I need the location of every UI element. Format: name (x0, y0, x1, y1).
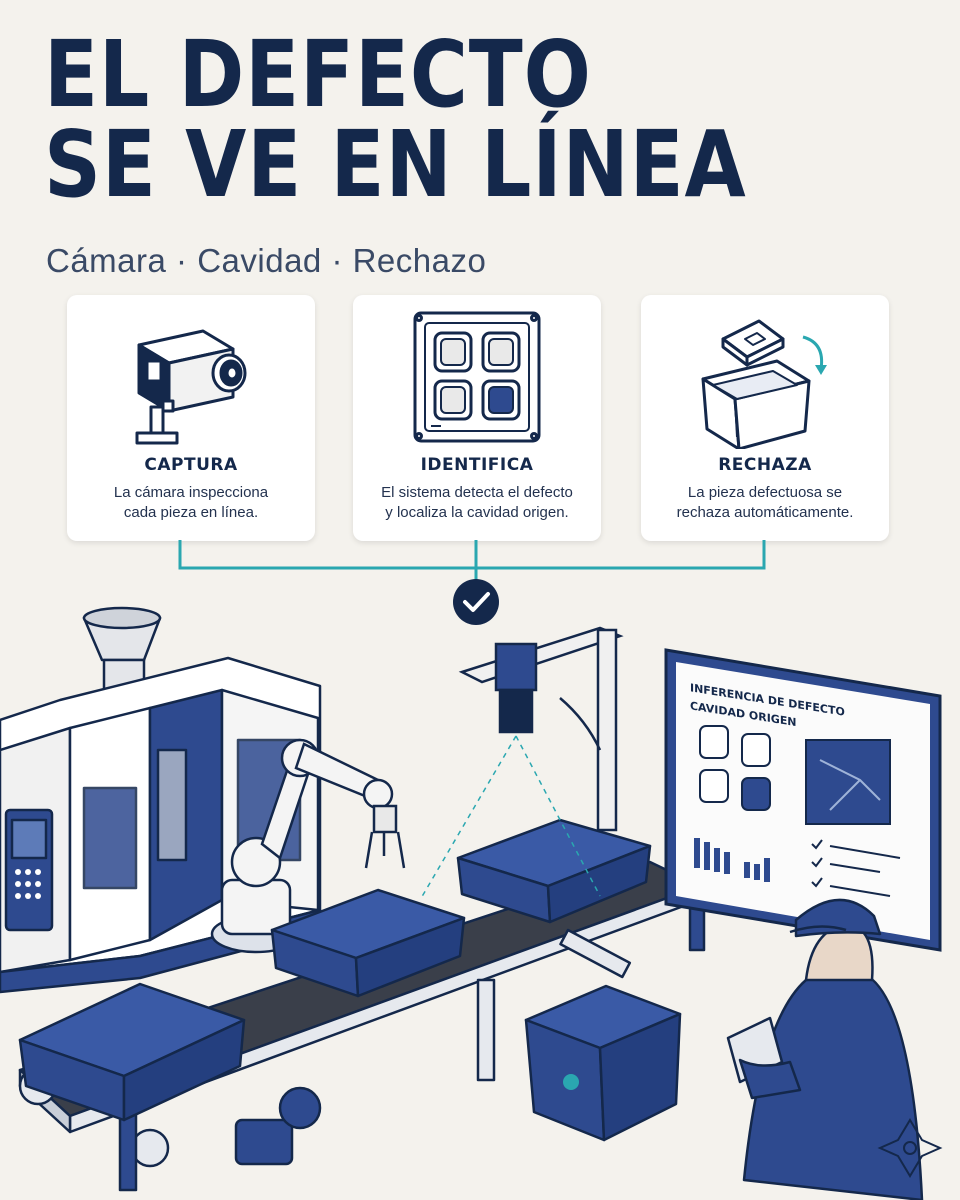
step-title: RECHAZA (718, 455, 812, 475)
check-icon (453, 579, 499, 625)
robot-arm (210, 738, 406, 954)
inference-monitor: INFERENCIA DE DEFECTO CAVIDAD ORIGEN (664, 648, 942, 952)
step-description: El sistema detecta el defecto y localiza… (369, 483, 585, 523)
step-description-line: El sistema detecta el defecto (381, 484, 573, 501)
blue-crate (18, 982, 246, 1122)
process-connector (178, 540, 766, 625)
step-title: IDENTIFICA (420, 455, 534, 475)
reject-bin-icon (701, 319, 827, 449)
camera-icon (135, 329, 247, 445)
title-line-2: SE VE EN LÍNEA (44, 111, 747, 218)
mold-cavity-icon (413, 311, 541, 443)
main-title: EL DEFECTO SE VE EN LÍNEA (44, 21, 784, 218)
subtitle: Cámara · Cavidad · Rechazo (46, 242, 487, 279)
blue-crate (270, 888, 466, 998)
step-description-line: cada pieza en línea. (123, 504, 259, 521)
reject-bin (524, 928, 682, 1142)
title-line-1: EL DEFECTO (44, 21, 592, 128)
step-description-line: La cámara inspecciona (113, 484, 269, 501)
step-description-line: rechaza automáticamente. (676, 504, 854, 521)
step-title: CAPTURA (144, 455, 238, 475)
step-description-line: y localiza la cavidad origen. (385, 504, 569, 521)
step-description: La pieza defectuosa se rechaza automátic… (657, 483, 873, 523)
operator (726, 898, 924, 1200)
step-card-identify: IDENTIFICA El sistema detecta el defecto… (353, 295, 601, 541)
logo-icon (877, 1118, 943, 1178)
factory-scene: INFERENCIA DE DEFECTO CAVIDAD ORIGEN (0, 606, 943, 1200)
blue-crate (456, 818, 652, 924)
step-card-reject: RECHAZA La pieza defectuosa se rechaza a… (641, 295, 889, 541)
step-description-line: La pieza defectuosa se (687, 484, 843, 501)
step-description: La cámara inspecciona cada pieza en líne… (83, 483, 299, 523)
inspection-camera-rig (419, 626, 624, 901)
step-card-capture: CAPTURA La cámara inspecciona cada pieza… (67, 295, 315, 541)
